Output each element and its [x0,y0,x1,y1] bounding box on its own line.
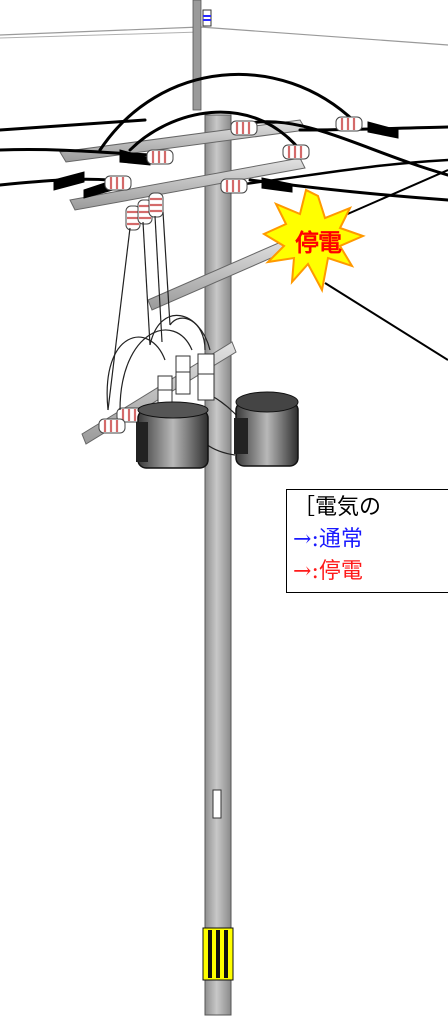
overhead-thin-wires [0,26,448,46]
transformer-right [234,391,299,467]
pole-plate [212,789,222,819]
electricity-flow-legend: ［電気の →:通常 →:停電 [286,489,448,593]
outage-pointer-lines [324,169,448,361]
legend-arrow-normal: → [293,527,312,552]
legend-title: ［電気の [293,495,382,520]
legend-label-outage: :停電 [311,559,363,584]
legend-arrow-outage: → [293,559,312,584]
pole-top-fitting [192,0,212,111]
legend-label-normal: :通常 [311,527,363,552]
pole-warning-marker [202,927,234,981]
legend-item-outage: →:停電 [293,556,448,588]
outage-burst-icon [261,188,366,293]
transformer-left [136,401,209,469]
utility-pole [204,114,232,1016]
legend-item-normal: →:通常 [293,524,448,556]
outage-burst-label: 停電 [295,229,342,257]
